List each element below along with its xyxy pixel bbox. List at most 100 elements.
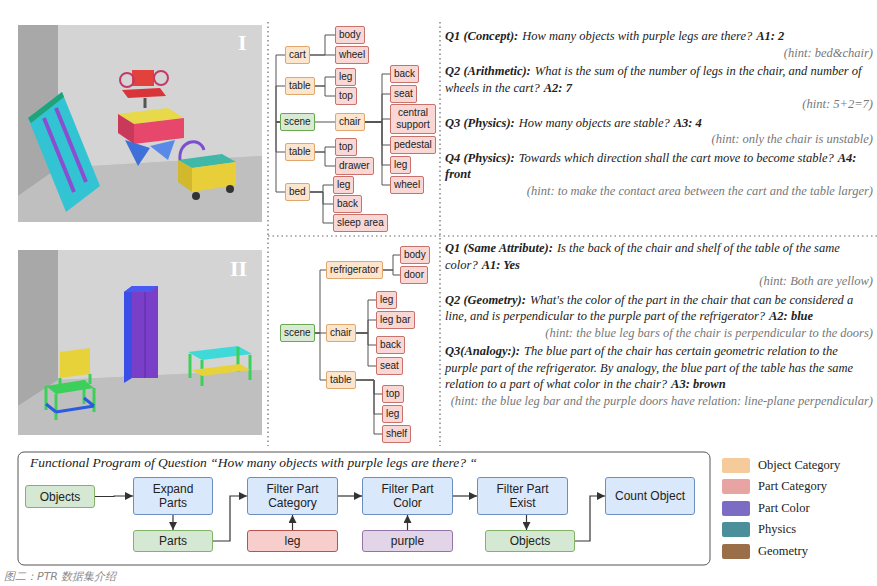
question-block: Q3(Analogy:):The blue part of the chair … [445, 343, 873, 409]
flow-arrow [575, 496, 605, 541]
legend-text: Geometry [758, 544, 808, 559]
question-line: Q4 (Physics):Towards which direction sha… [445, 150, 873, 183]
node-text: scene [284, 116, 311, 128]
answer: A2: blue [769, 309, 813, 323]
object-node: chair [326, 324, 356, 342]
part-node: leg [382, 405, 403, 423]
part-node: wheel [390, 176, 424, 194]
answer: A1: 2 [756, 29, 784, 43]
node-text: shelf [386, 428, 407, 440]
node-text: Filter Part Exist [482, 482, 563, 510]
question-prefix: Q1 (Concept): [445, 29, 518, 43]
node-text: Parts [159, 534, 187, 548]
divider-lines [268, 22, 877, 446]
legend-swatch [722, 458, 750, 473]
node-text: Objects [40, 490, 81, 504]
legend-swatch [722, 544, 750, 559]
node-text: pedestal [394, 139, 432, 151]
node-text: body [404, 249, 426, 261]
part-node: top [335, 87, 357, 105]
node-text: Filter Part Category [252, 482, 333, 510]
tree-line [315, 77, 335, 86]
data-node: Objects [485, 530, 575, 552]
question-block: Q1 (Same Attribute):Is the back of the c… [445, 240, 873, 290]
node-text: refrigerator [330, 264, 379, 276]
question-block: Q2 (Geometry):What's the color of the pa… [445, 292, 873, 342]
function-node: Filter Part Exist [477, 477, 568, 515]
node-text: back [380, 339, 401, 351]
object-node: cart [285, 46, 310, 64]
part-node: body [335, 26, 365, 44]
question-line: Q2 (Geometry):What's the color of the pa… [445, 292, 873, 325]
node-text: leg [284, 534, 300, 548]
flow-arrow [407, 515, 408, 530]
scene-render-one [18, 25, 262, 222]
object-node: refrigerator [326, 261, 383, 279]
tree-line [356, 333, 376, 366]
node-text: Filter Part Color [367, 482, 448, 510]
part-node: leg [376, 291, 397, 309]
node-text: wheel [394, 179, 420, 191]
tree-line [315, 147, 335, 152]
tree-line [315, 270, 326, 333]
question-line: Q1 (Same Attribute):Is the back of the c… [445, 240, 873, 273]
tree-line [310, 35, 335, 55]
question-block: Q3 (Physics):How many objects are stable… [445, 115, 873, 148]
tree-line [365, 122, 390, 145]
node-text: central support [394, 107, 432, 131]
part-node: back [333, 195, 362, 213]
question-column: Q1 (Same Attribute):Is the back of the c… [445, 240, 873, 411]
program-panel [18, 452, 710, 565]
node-text: table [330, 374, 352, 386]
tree-line [356, 320, 376, 333]
question-column: Q1 (Concept):How many objects with purpl… [445, 28, 873, 201]
question-line: Q3(Analogy:):The blue part of the chair … [445, 343, 873, 393]
tree-line [310, 185, 333, 192]
part-node: leg [390, 156, 411, 174]
node-text: seat [380, 360, 399, 372]
question-block: Q1 (Concept):How many objects with purpl… [445, 28, 873, 61]
node-text: chair [330, 327, 352, 339]
legend-row: Geometry [722, 542, 808, 560]
node-text: leg [380, 294, 393, 306]
node-text: chair [339, 116, 361, 128]
node-text: wheel [339, 49, 365, 61]
legend-swatch [722, 522, 750, 537]
tree-line [315, 122, 335, 123]
legend-row: Object Category [722, 456, 840, 474]
node-text: top [339, 141, 353, 153]
node-text: purple [391, 534, 424, 548]
figure-caption: 图二：PTR 数据集介绍 [4, 569, 117, 584]
data-node: Objects [25, 485, 95, 508]
tree-line [356, 300, 376, 333]
object-node: table [285, 143, 315, 161]
part-node: central support [390, 104, 436, 134]
scene-node: scene [280, 324, 315, 342]
answer: A3: 4 [674, 116, 702, 130]
question-line: Q3 (Physics):How many objects are stable… [445, 115, 873, 132]
scene-render-two [18, 250, 262, 435]
hint: (hint: bed&chair) [445, 45, 873, 62]
flow-arrow [172, 515, 173, 530]
node-text: seat [394, 88, 413, 100]
node-text: table [289, 146, 311, 158]
part-node: back [390, 65, 419, 83]
data-node: Parts [133, 530, 213, 552]
flow-arrow [292, 515, 293, 530]
answer: A1: Yes [482, 258, 520, 272]
tree-line [276, 55, 285, 122]
tree-line [310, 55, 335, 56]
tree-line [356, 333, 376, 345]
hint: (hint: the blue leg bar and the purple d… [445, 393, 873, 410]
node-text: bed [289, 186, 306, 198]
node-text: Count Object [615, 489, 685, 503]
node-text: body [339, 29, 361, 41]
part-node: leg bar [376, 311, 415, 329]
tree-line [310, 192, 333, 223]
flow-arrow [213, 496, 247, 541]
legend-text: Part Category [758, 479, 827, 494]
legend-row: Part Color [722, 499, 810, 517]
part-node: top [335, 138, 357, 156]
flow-arrow [95, 495, 133, 497]
tree-line [383, 270, 400, 275]
